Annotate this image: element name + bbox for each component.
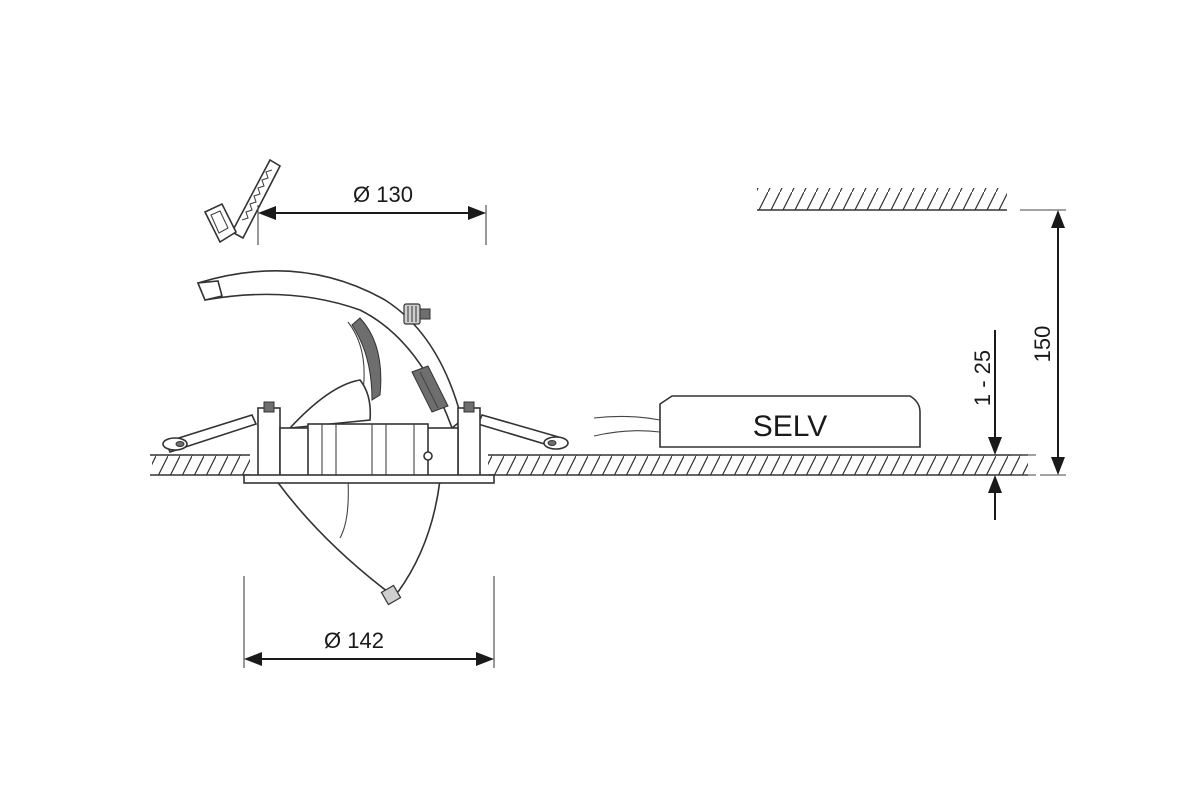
outer-diameter-label: Ø 142 (324, 628, 384, 653)
dimension-cutout: Ø 130 (257, 182, 487, 245)
luminaire (162, 270, 569, 606)
spring-clip-left (162, 414, 258, 453)
ceiling-panel (150, 454, 1028, 476)
driver-label: SELV (753, 410, 828, 443)
saw-icon (203, 158, 282, 244)
driver-box: SELV (593, 395, 921, 448)
height-label: 150 (1030, 326, 1055, 363)
cutout-diameter-label: Ø 130 (353, 182, 413, 207)
dimension-thickness: 1 - 25 (970, 330, 1036, 520)
tilt-ring (275, 479, 441, 606)
upper-ceiling (757, 188, 1007, 211)
reflector-head (196, 270, 463, 430)
housing (243, 401, 495, 484)
spring-clip-right (476, 414, 569, 450)
dimension-height: 150 (1020, 209, 1066, 476)
dimension-outer: Ø 142 (243, 576, 495, 668)
thickness-label: 1 - 25 (970, 350, 995, 406)
